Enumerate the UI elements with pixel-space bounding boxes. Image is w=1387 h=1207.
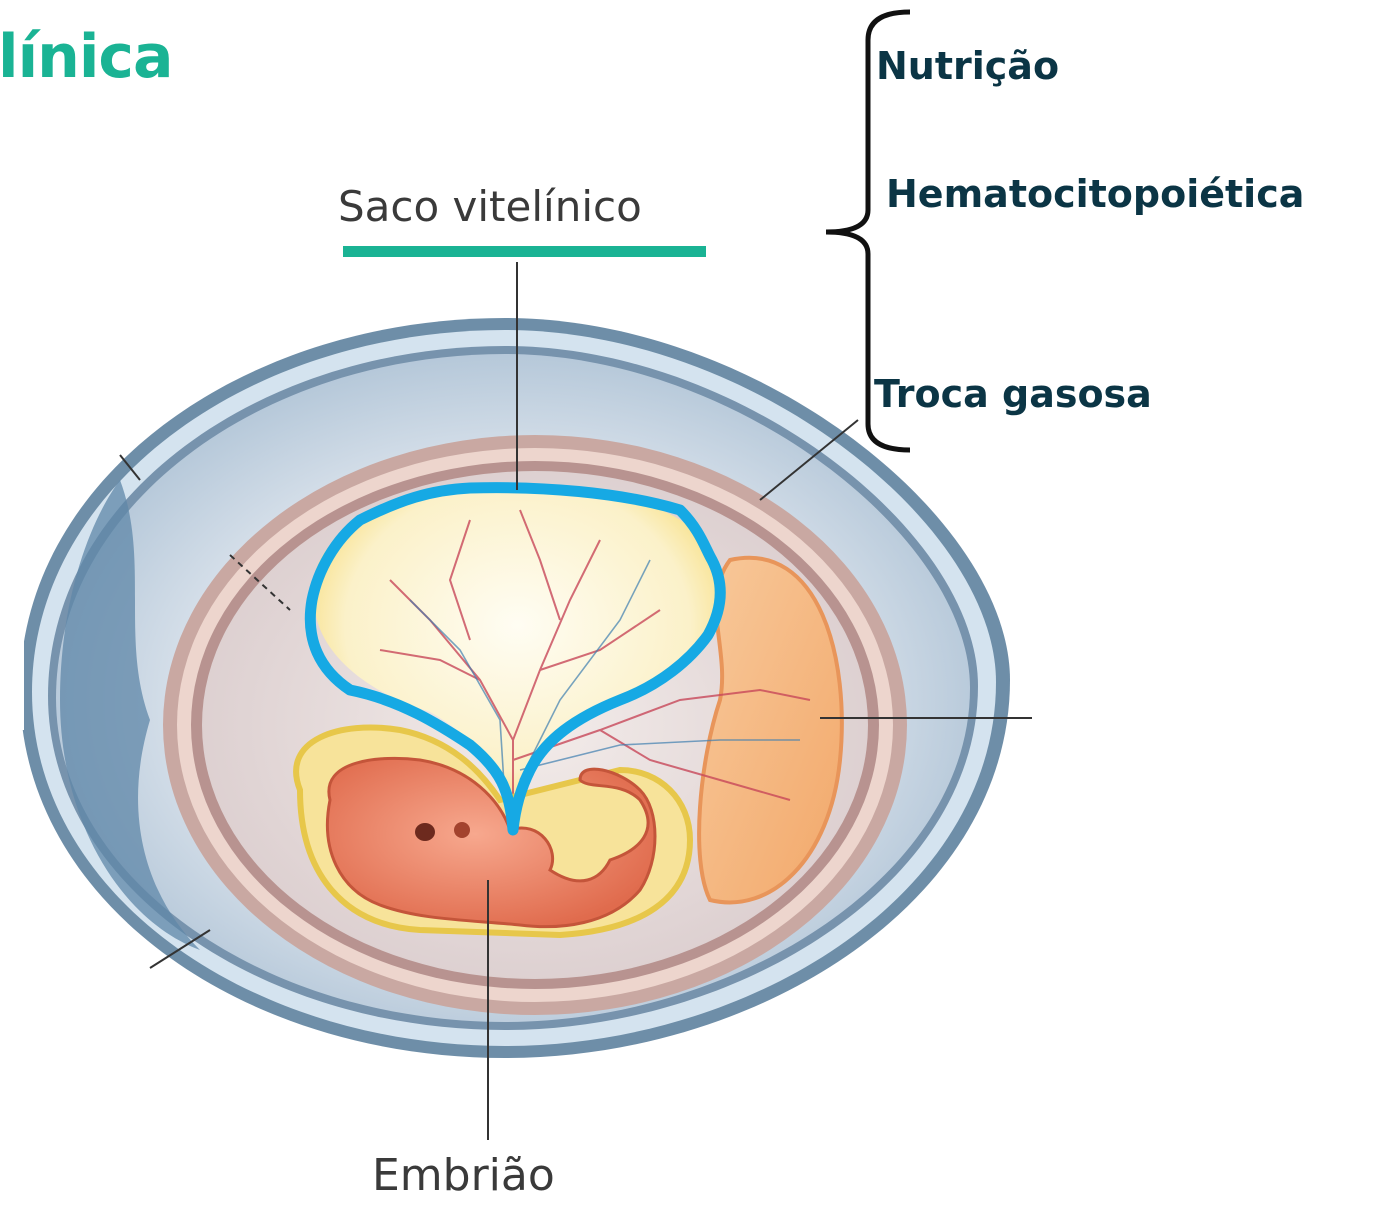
yolk-sac-outline <box>304 482 726 836</box>
mask-bottom-left <box>30 975 178 1020</box>
function-nutrition: Nutrição <box>876 44 1060 88</box>
function-brace <box>825 9 911 453</box>
yolk-sac-underline <box>343 246 706 257</box>
slide-title: línica <box>0 22 173 92</box>
embryo <box>325 756 657 929</box>
yolk-sac-label: Saco vitelínico <box>338 182 642 231</box>
yolk-sac <box>312 488 724 830</box>
embryo-label: Embrião <box>372 1150 555 1201</box>
allantois <box>697 555 844 905</box>
mask-left <box>0 620 24 730</box>
function-hematopoietic: Hematocitopoiética <box>886 172 1305 216</box>
leader-lines <box>119 262 1032 1140</box>
function-gas-exchange: Troca gasosa <box>874 372 1152 416</box>
